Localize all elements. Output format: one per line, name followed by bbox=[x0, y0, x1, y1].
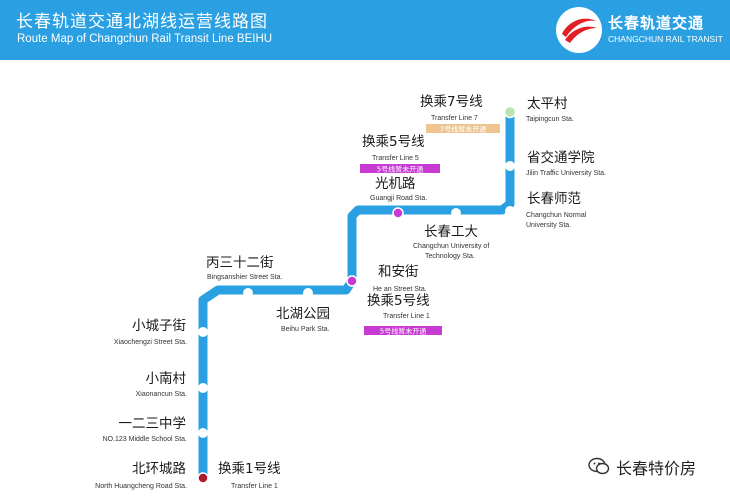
station-name: 太平村 bbox=[527, 96, 568, 112]
line5-pending-tag-south bbox=[364, 326, 442, 335]
station-name: 省交通学院 bbox=[527, 149, 595, 166]
station-name-en: He an Street Sta. bbox=[373, 286, 427, 293]
transfer-label: 换乘5号线 bbox=[367, 293, 430, 309]
brand-name: 长春轨道交通 bbox=[608, 14, 705, 32]
station-dot-jilin-traffic[interactable] bbox=[505, 161, 515, 171]
station-dot-xiaochengzi[interactable] bbox=[198, 327, 208, 337]
station-name-en: Xiaochengzi Street Sta. bbox=[114, 339, 187, 346]
beihu-line-track bbox=[198, 107, 515, 483]
station-name-en: North Huangcheng Road Sta. bbox=[95, 483, 187, 490]
map-header: 长春轨道交通北湖线运营线路图 Route Map of Changchun Ra… bbox=[0, 0, 730, 60]
transfer-label-en: Transfer Line 5 bbox=[372, 155, 419, 162]
station-name-en: Xiaonancun Sta. bbox=[136, 391, 187, 398]
station-name: 小城子街 bbox=[132, 318, 186, 334]
transfer-label-en: Transfer Line 7 bbox=[431, 115, 478, 122]
brand-name-en: CHANGCHUN RAIL TRANSIT bbox=[608, 34, 723, 44]
station-name: 丙三十二街 bbox=[206, 255, 274, 271]
station-name-en-line2: University Sta. bbox=[526, 222, 571, 229]
station-dot-bingsanshier[interactable] bbox=[243, 288, 253, 298]
station-name-en: Guangji Road Sta. bbox=[370, 195, 427, 202]
map-title: 长春轨道交通北湖线运营线路图 bbox=[16, 12, 268, 32]
station-name: 北环城路 bbox=[132, 461, 186, 477]
station-name-en: Changchun University of bbox=[413, 243, 489, 250]
station-name-en: Bingsanshier Street Sta. bbox=[207, 274, 283, 281]
station-name-en: NO.123 Middle School Sta. bbox=[103, 436, 187, 443]
rail-logo-icon bbox=[556, 7, 602, 53]
station-dot-cc-normal-univ[interactable] bbox=[505, 206, 515, 216]
line7-pending-tag-text: 7号线暂未开通 bbox=[440, 125, 486, 134]
station-dot-xiaonancun[interactable] bbox=[198, 383, 208, 393]
line7-pending-tag bbox=[426, 124, 500, 133]
station-name: 和安街 bbox=[378, 264, 419, 280]
station-name-en: Beihu Park Sta. bbox=[281, 326, 330, 333]
station-name: 长春工大 bbox=[424, 224, 478, 240]
map-subtitle: Route Map of Changchun Rail Transit Line… bbox=[17, 33, 273, 45]
watermark-text: 长春特价房 bbox=[616, 459, 697, 478]
station-dot-no123-school[interactable] bbox=[198, 428, 208, 438]
station-dot-hean-street[interactable] bbox=[346, 275, 358, 287]
station-dot-beihu-park[interactable] bbox=[303, 288, 313, 298]
station-name-en: Taipingcun Sta. bbox=[526, 116, 574, 123]
station-dot-north-huangcheng[interactable] bbox=[197, 472, 209, 484]
line5-pending-tag-south-text: 5号线暂未开通 bbox=[380, 327, 426, 336]
watermark: 长春特价房 bbox=[588, 455, 728, 478]
station-name: 长春师范 bbox=[527, 191, 581, 207]
transfer-label: 换乘1号线 bbox=[218, 461, 281, 477]
station-dot-taipingcun[interactable] bbox=[503, 105, 517, 119]
line5-pending-tag-north bbox=[360, 164, 440, 173]
transfer-label: 换乘7号线 bbox=[420, 94, 483, 110]
station-name-en-line2: Technology Sta. bbox=[425, 253, 475, 260]
station-name-en: Changchun Normal bbox=[526, 212, 587, 219]
station-dot-cc-tech-univ[interactable] bbox=[451, 208, 461, 218]
transfer-label-en: Transfer Line 1 bbox=[231, 483, 278, 490]
station-name: 北湖公园 bbox=[276, 306, 330, 322]
line5-pending-tag-north-text: 5号线暂未开通 bbox=[377, 165, 423, 174]
station-dot-guangji-road[interactable] bbox=[392, 207, 404, 219]
station-name: 光机路 bbox=[375, 176, 416, 192]
station-name-en: Jilin Traffic University Sta. bbox=[526, 170, 606, 177]
wechat-icon bbox=[588, 457, 610, 475]
transfer-label: 换乘5号线 bbox=[362, 134, 425, 150]
station-name: 小南村 bbox=[146, 371, 187, 387]
station-name: 一二三中学 bbox=[119, 416, 187, 432]
transfer-label-en: Transfer Line 1 bbox=[383, 313, 430, 320]
